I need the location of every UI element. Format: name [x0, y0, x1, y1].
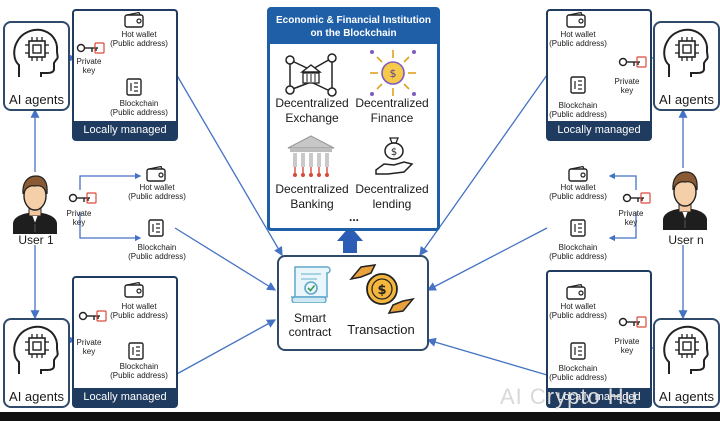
hot-wallet-label: Hot wallet(Public address) — [549, 30, 607, 48]
smart-contract-label: Smart contract — [288, 311, 332, 339]
bank-building-icon — [287, 135, 335, 177]
blockchain-ledger-icon — [148, 219, 164, 237]
ai-head-icon — [663, 28, 709, 77]
locally-managed-box-top-right: Locally managed — [546, 9, 652, 141]
ai-agents-box-top-right: AI agents — [653, 21, 720, 111]
key-icon — [618, 56, 647, 68]
locally-managed-label: Locally managed — [74, 121, 176, 139]
blockchain-label: Blockchain(Public address) — [110, 362, 168, 380]
blockchain-ledger-icon — [126, 78, 142, 96]
locally-managed-label: Locally managed — [548, 121, 650, 139]
arrow-user1-to-contract — [174, 227, 277, 291]
ai-agents-label: AI agents — [659, 92, 714, 107]
user1-label: User 1 — [18, 233, 54, 247]
ai-head-icon — [13, 28, 59, 77]
more-ellipsis: ... — [348, 210, 359, 224]
svg-text:$: $ — [390, 67, 397, 80]
arrow-usern-to-contract — [426, 227, 548, 291]
ai-agents-box-bottom-left: AI agents — [3, 318, 70, 408]
watermark-text: AI Crypto Hu — [500, 384, 638, 409]
blockchain-label: Blockchain(Public address) — [549, 364, 607, 382]
hot-wallet-label: Hot wallet(Public address) — [110, 302, 168, 320]
locally-managed-box-bottom-right: Locally managed — [546, 270, 652, 408]
ai-agents-label: AI agents — [9, 389, 64, 404]
blockchain-label: Blockchain(Public address) — [549, 243, 607, 261]
blockchain-ledger-icon — [570, 219, 586, 237]
finance-sun-icon: $ — [370, 50, 416, 96]
ai-head-icon — [13, 325, 59, 374]
hot-wallet-label: Hot wallet(Public address) — [128, 183, 186, 201]
wallet-icon — [566, 12, 586, 28]
locally-managed-label: Locally managed — [74, 388, 176, 406]
wallet-icon — [124, 12, 144, 28]
key-icon — [618, 316, 647, 328]
key-icon — [68, 192, 97, 204]
blockchain-label: Blockchain(Public address) — [549, 101, 607, 119]
svg-text:$: $ — [391, 147, 397, 158]
ai-head-icon — [663, 325, 709, 374]
blockchain-label: Blockchain(Public address) — [110, 99, 168, 117]
transaction-hands-coin-icon: $ — [349, 264, 415, 314]
smart-contract-transaction-box: Smart contract $ Transaction — [277, 255, 429, 351]
ai-agents-label: AI agents — [659, 389, 714, 404]
ai-agents-box-top-left: AI agents — [3, 21, 70, 111]
hot-wallet-label: Hot wallet(Public address) — [110, 30, 168, 48]
bottom-bar — [0, 412, 720, 421]
arrow-topright-to-contract — [419, 74, 548, 257]
blockchain-ledger-icon — [570, 76, 586, 94]
blockchain-ledger-icon — [570, 342, 586, 360]
user-avatar-icon — [663, 171, 707, 230]
locally-managed-label: Locally managed — [548, 388, 650, 406]
locally-managed-box-bottom-left: Locally managed — [72, 276, 178, 408]
key-icon — [76, 42, 105, 54]
econ-item-label: Decentralized Banking — [275, 182, 349, 211]
wallet-icon — [146, 166, 166, 182]
key-icon — [622, 192, 651, 204]
usern-label: User n — [668, 233, 704, 247]
arrow-topleft-to-contract — [174, 71, 283, 257]
ai-agents-box-bottom-right: AI agents — [653, 318, 720, 408]
wallet-icon — [124, 282, 144, 298]
econ-item-label: Decentralized Exchange — [275, 96, 349, 125]
economic-institution-panel: Economic & Financial Institution on the … — [267, 7, 440, 231]
wallet-icon — [568, 166, 588, 182]
arrow-up-to-econ — [337, 226, 363, 253]
wallet-icon — [566, 284, 586, 300]
arrow-bottomleft-to-contract — [174, 319, 277, 376]
user-avatar-icon — [13, 175, 57, 234]
econ-item-label: Decentralized Finance — [355, 96, 429, 125]
hot-wallet-label: Hot wallet(Public address) — [549, 183, 607, 201]
smart-contract-scroll-icon — [291, 266, 331, 303]
svg-text:$: $ — [377, 283, 386, 298]
exchange-network-icon — [285, 53, 337, 97]
blockchain-label: Blockchain(Public address) — [128, 243, 186, 261]
key-icon — [78, 310, 107, 322]
locally-managed-box-top-left: Locally managed — [72, 9, 178, 141]
hand-lending-icon: $ — [375, 137, 414, 175]
arrow-bottomright-to-contract — [426, 337, 548, 376]
econ-item-label: Decentralized lending — [355, 182, 429, 211]
blockchain-ledger-icon — [128, 342, 144, 360]
ai-agents-label: AI agents — [9, 92, 64, 107]
transaction-label: Transaction — [347, 322, 415, 337]
hot-wallet-label: Hot wallet(Public address) — [549, 302, 607, 320]
economic-panel-title: Economic & Financial Institution on the … — [270, 10, 437, 44]
